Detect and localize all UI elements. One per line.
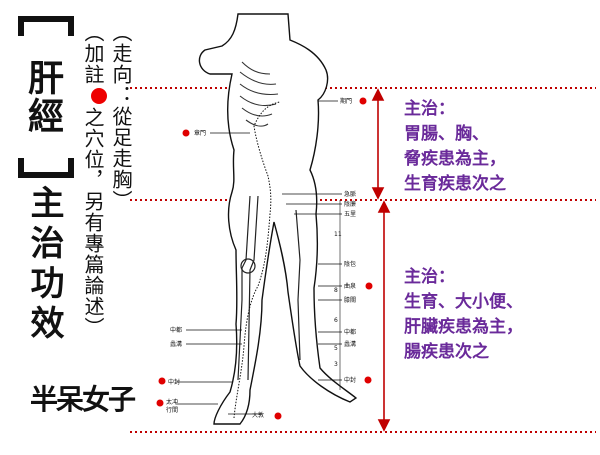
ruler-number: 8	[334, 287, 338, 294]
indication-line: 脅疾患為主，	[404, 149, 506, 169]
acupoint-label: 期門	[340, 97, 352, 105]
indication-line: 主治：	[404, 99, 455, 119]
ruler-number: 6	[334, 317, 338, 324]
marker-zhangmen	[182, 129, 190, 137]
acupoint-label: 中封	[344, 376, 356, 384]
acupoint-label: 蠡溝	[170, 340, 182, 348]
subtitle: 主治功效	[24, 185, 64, 345]
acupoint-label: 五里	[344, 211, 356, 218]
acupoint-label: 曲泉	[344, 282, 356, 290]
acupoint-label: 太冲	[166, 398, 178, 406]
marker-zhongfeng-right	[364, 376, 372, 384]
acupoint-label: 大敦	[252, 411, 264, 419]
range-arrow-upper	[371, 88, 385, 200]
acupoint-label: 中都	[170, 326, 182, 334]
range-arrow-lower	[377, 200, 391, 432]
indication-line: 主治：	[404, 267, 455, 287]
indication-line: 肝臟疾患為主，	[404, 317, 523, 337]
indications-lower: 主治： 生育、大小便、 肝臟疾患為主， 腸疾患次之	[404, 265, 523, 365]
acupoint-markers	[156, 97, 373, 420]
acupoint-label: 行間	[166, 406, 178, 414]
acupoint-label: 中封	[168, 378, 180, 386]
acupoint-label: 蠡溝	[344, 340, 356, 348]
title-bracket-top	[18, 16, 74, 36]
leg-bones	[237, 195, 301, 381]
channel-title: 肝經	[22, 59, 64, 135]
indication-line: 生育、大小便、	[404, 292, 523, 312]
indications-upper: 主治： 胃腸、胸、 脅疾患為主， 生育疾患次之	[404, 97, 506, 197]
ribcage	[239, 61, 279, 127]
acupoint-label: 陰包	[344, 260, 356, 268]
marker-qimen	[359, 97, 367, 105]
ruler-number: 5	[334, 345, 338, 352]
marker-zhongfeng-left	[158, 377, 166, 385]
indication-line: 生育疾患次之	[404, 174, 506, 194]
acupoint-label: 中都	[344, 328, 356, 336]
indication-line: 胃腸、胸、	[404, 124, 489, 144]
indication-line: 腸疾患次之	[404, 342, 489, 362]
marker-ququan	[365, 282, 373, 290]
leader-lines	[176, 100, 342, 415]
acupoint-label: 膝關	[344, 296, 356, 304]
ruler-number: 3	[334, 361, 338, 368]
annotation-note: （加註之穴位，另有專篇論述）	[80, 22, 107, 338]
red-dot-icon	[90, 88, 107, 104]
annotation-suffix: 之穴位，另有專篇論述）	[81, 107, 105, 338]
acupoint-label: 章門	[194, 129, 206, 137]
acupoint-label: 陰廉	[344, 200, 356, 208]
marker-taichong	[156, 399, 164, 407]
title-bracket-bottom	[18, 158, 74, 178]
meridian-path	[233, 101, 281, 419]
marker-dadun	[274, 412, 282, 420]
body-silhouette	[198, 13, 358, 425]
annotation-prefix: （加註	[81, 22, 105, 85]
ruler-number: 11	[334, 231, 342, 238]
logo: 半呆女子	[30, 383, 136, 416]
route-note: （走向：從足走胸）	[109, 22, 133, 211]
acupoint-label: 急脈	[344, 190, 356, 198]
